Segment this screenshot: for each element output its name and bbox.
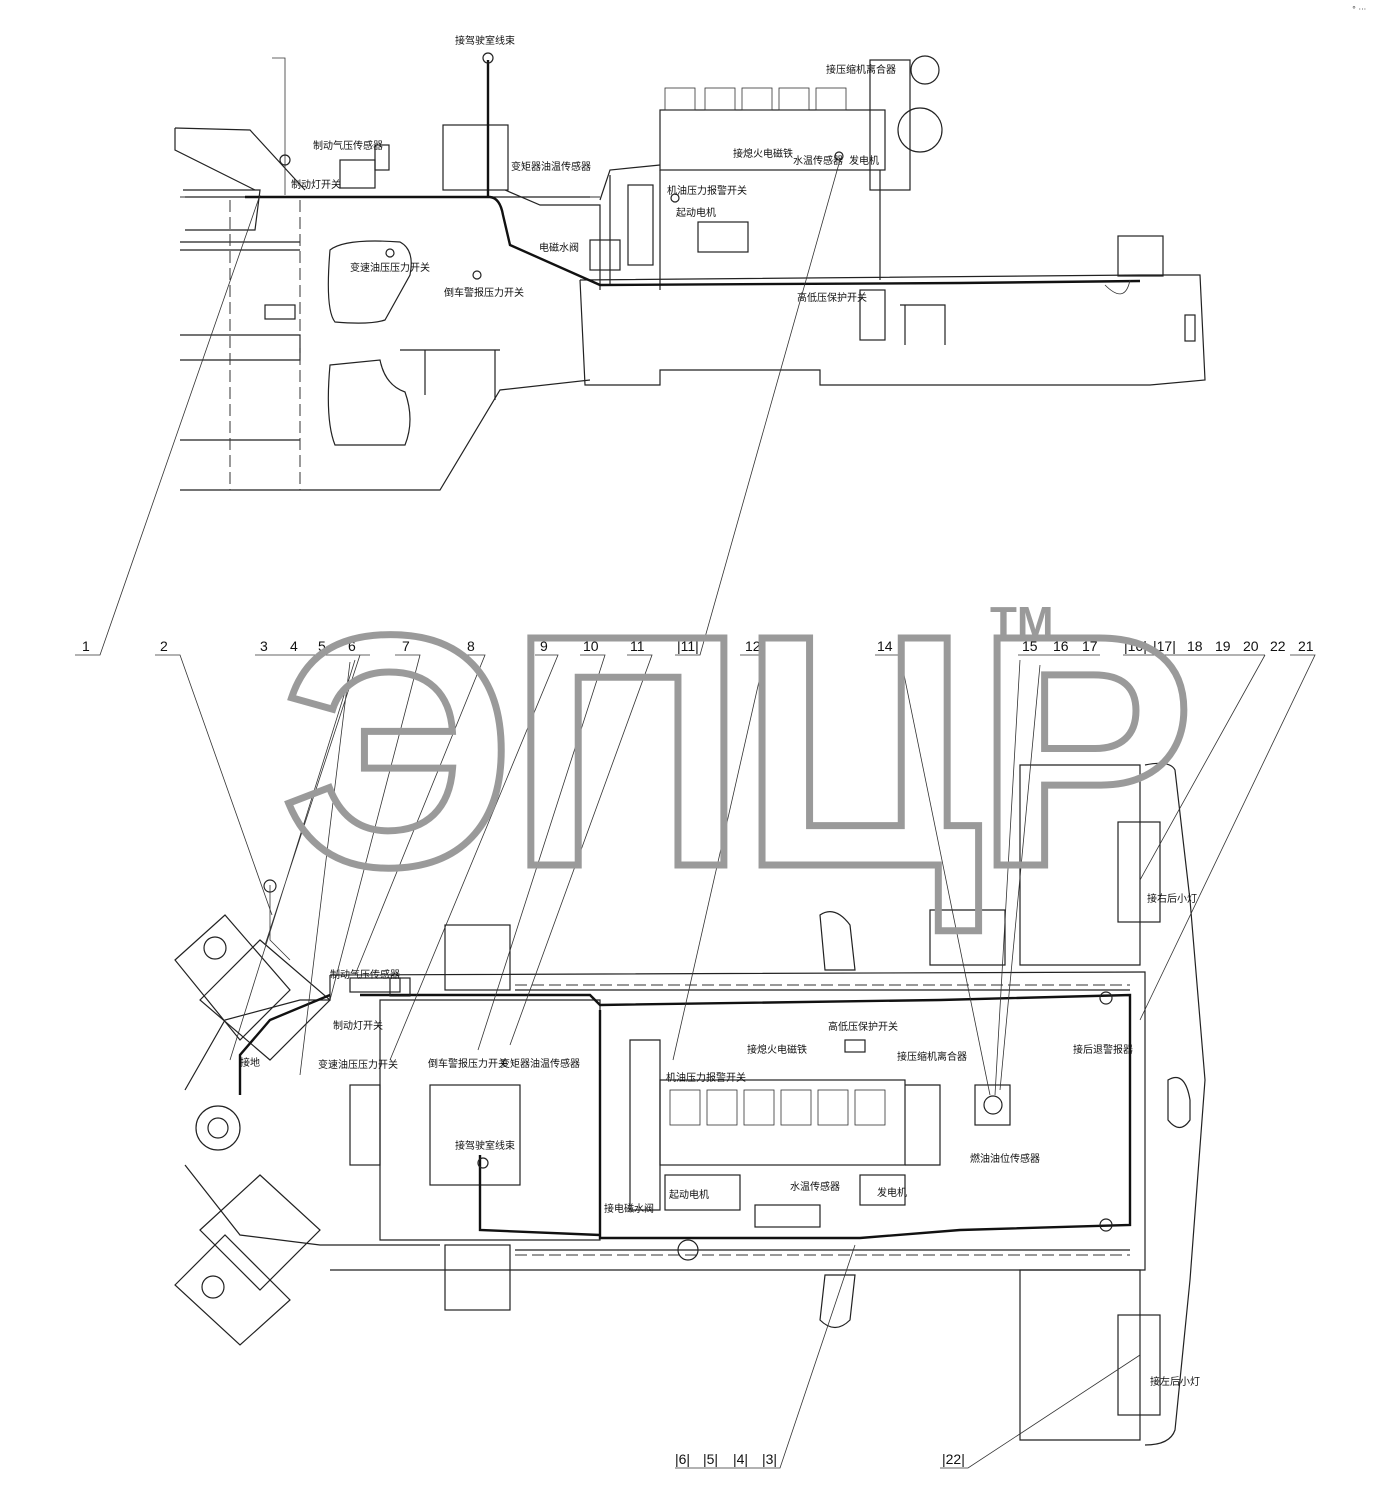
callout-8: 8 [467, 638, 475, 654]
label-solenoid-valve: 电磁水阀 [539, 241, 579, 254]
label-generator: 发电机 [849, 154, 879, 167]
callout-6-boxed: |6| [675, 1451, 690, 1467]
label-right-rear-lamp: 接右后小灯 [1147, 892, 1197, 905]
callout-3-boxed: |3| [762, 1451, 777, 1467]
label-starter: 起动电机 [676, 206, 716, 219]
corner-mark: ° ··· [1352, 5, 1366, 14]
callout-12: 12 [745, 638, 761, 654]
callout-16: 16 [1053, 638, 1069, 654]
label-hp-lp-switch-b: 高低压保护开关 [828, 1020, 898, 1033]
label-cab-harness: 接驾驶室线束 [455, 34, 515, 47]
label-ground: 接地 [240, 1056, 260, 1069]
callout-5-boxed: |5| [703, 1451, 718, 1467]
label-gear-oil-switch: 变速油压压力开关 [350, 261, 430, 274]
watermark-text: ЭПЦР [280, 566, 1189, 935]
label-flameout-solenoid: 接熄火电磁铁 [733, 147, 793, 160]
callout-20: 20 [1243, 638, 1259, 654]
callout-17-boxed: |17| [1153, 638, 1176, 654]
label-left-rear-lamp: 接左后小灯 [1150, 1375, 1200, 1388]
label-gear-oil-switch-b: 变速油压压力开关 [318, 1058, 398, 1071]
label-water-temp-b: 水温传感器 [790, 1180, 840, 1193]
label-torque-oil-temp-b: 变矩器油温传感器 [500, 1057, 580, 1070]
callout-17: 17 [1082, 638, 1098, 654]
callout-16-boxed: |16| [1124, 638, 1147, 654]
label-oil-pressure-alarm-b: 机油压力报警开关 [666, 1071, 746, 1084]
label-torque-oil-temp: 变矩器油温传感器 [511, 160, 591, 173]
callout-21: 21 [1298, 638, 1314, 654]
callout-10: 10 [583, 638, 599, 654]
label-parking-alarm-switch-b: 倒车警报压力开关 [428, 1057, 508, 1070]
label-rear-alarm: 接后退警报器 [1073, 1043, 1133, 1056]
label-oil-pressure-alarm: 机油压力报警开关 [667, 184, 747, 197]
callout-14: 14 [877, 638, 893, 654]
label-brake-light-switch-b: 制动灯开关 [333, 1019, 383, 1032]
label-compressor-clutch: 接压缩机离合器 [826, 63, 896, 76]
callout-2: 2 [160, 638, 168, 654]
label-cab-harness-b: 接驾驶室线束 [455, 1139, 515, 1152]
label-compressor-clutch-b: 接压缩机离合器 [897, 1050, 967, 1063]
callout-15: 15 [1022, 638, 1038, 654]
watermark: ЭПЦР TM [277, 563, 1199, 939]
label-water-temp: 水温传感器 [793, 154, 843, 167]
callout-5: 5 [318, 638, 326, 654]
callout-11-boxed: |11| [677, 638, 699, 654]
callout-1: 1 [82, 638, 90, 654]
callout-18: 18 [1187, 638, 1203, 654]
callout-7: 7 [402, 638, 410, 654]
top-view: 接驾驶室线束 接压缩机离合器 制动气压传感器 制动灯开关 变矩器油温传感器 接熄… [174, 34, 1206, 491]
callout-22: 22 [1270, 638, 1286, 654]
label-generator-b: 发电机 [877, 1186, 907, 1199]
callout-9: 9 [540, 638, 548, 654]
callout-22-boxed: |22| [942, 1451, 965, 1467]
label-brake-light-switch: 制动灯开关 [291, 178, 341, 191]
callouts: 1 2 3 4 5 6 7 8 9 10 11 |11| 12 14 15 16… [75, 159, 1316, 1469]
callout-4-boxed: |4| [733, 1451, 748, 1467]
label-hp-lp-switch: 高低压保护开关 [797, 291, 867, 304]
label-brake-air-sensor-b: 制动气压传感器 [330, 968, 400, 981]
callout-11: 11 [630, 638, 645, 654]
label-solenoid-valve-b: 接电磁水阀 [604, 1202, 654, 1215]
label-starter-b: 起动电机 [669, 1188, 709, 1201]
watermark-tm: TM [990, 598, 1054, 647]
bottom-view: 接右后小灯 制动气压传感器 制动灯开关 接地 变速油压压力开关 倒车警报压力开关… [174, 762, 1206, 1446]
label-brake-air-sensor: 制动气压传感器 [313, 139, 383, 152]
label-fuel-level: 燃油油位传感器 [970, 1152, 1040, 1165]
label-flameout-solenoid-b: 接熄火电磁铁 [747, 1043, 807, 1056]
label-parking-alarm-switch: 倒车警报压力开关 [444, 286, 524, 299]
callout-3: 3 [260, 638, 268, 654]
callout-4: 4 [290, 638, 298, 654]
callout-19: 19 [1215, 638, 1231, 654]
callout-6: 6 [348, 638, 356, 654]
